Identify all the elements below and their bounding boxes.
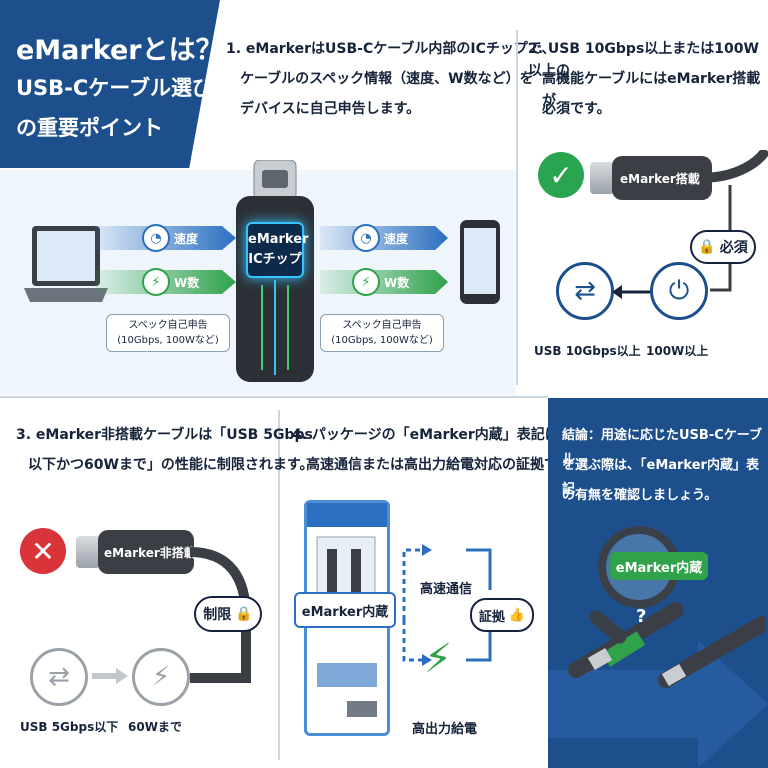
speedometer-icon: ◔	[352, 224, 380, 252]
conclusion-line-2: を選ぶ際は、「eMarker内蔵」表記	[562, 458, 759, 497]
panel-2-caption-3: 必須です。	[542, 101, 611, 117]
limited-lock-badge: 制限 🔒	[194, 596, 262, 632]
divider	[278, 410, 280, 760]
watt-label-right: W数	[384, 276, 410, 290]
speedometer-icon: ◔	[142, 224, 170, 252]
panel-2-caption-2: 高機能ケーブルにはeMarker搭載が	[542, 71, 761, 109]
title-line-3: の重要ポイント	[16, 116, 163, 140]
thumbs-up-icon: 👍	[508, 607, 526, 623]
right-arrow-icon	[92, 668, 128, 684]
panel-4-caption-2: 高速通信または高出力給電対応の証拠です。	[306, 457, 585, 473]
proof-badge: 証拠 👍	[470, 598, 534, 632]
limited-label: 制限	[203, 607, 232, 623]
emarker-ic-chip: eMarker ICチップ	[246, 222, 309, 278]
panel-4-caption-1: 4. パッケージの「eMarker内蔵」表記は、	[292, 427, 573, 443]
smartphone-icon	[456, 218, 504, 308]
panel-2-caption-1: 2. USB 10Gbps以上または100W以上の	[528, 41, 759, 79]
chip-line-1: eMarker	[248, 232, 309, 247]
required-label: 必須	[719, 240, 748, 256]
watt-label-left: W数	[174, 276, 200, 290]
panel-1-caption-3: デバイスに自己申告します。	[240, 101, 421, 117]
spec-declare-line-2: (10Gbps, 100Wなど)	[117, 335, 219, 346]
emarker-cable	[612, 156, 712, 200]
divider	[516, 30, 518, 385]
cable-tail	[699, 147, 768, 300]
conclusion-arrow-shape	[548, 640, 768, 768]
lightning-icon: ⚡	[132, 648, 190, 706]
panel-1-caption-1: 1. eMarkerはUSB-Cケーブル内部のICチップで、	[226, 41, 556, 57]
title-banner	[0, 0, 220, 168]
branch-arrows	[396, 530, 496, 680]
laptop-icon	[22, 216, 110, 316]
cable-label-non-emarker: eMarker非搭載	[104, 546, 196, 560]
usb-c-plug	[76, 536, 100, 568]
power-plug-icon: ⏻	[650, 262, 708, 320]
label-usb-10gbps: USB 10Gbps以上	[534, 344, 641, 358]
watt-arrow-right	[320, 270, 448, 294]
conclusion-line-3: の有無を確認しましょう。	[562, 488, 718, 503]
proof-label: 証拠	[478, 609, 505, 625]
title-line-2: USB-Cケーブル選び	[16, 76, 214, 100]
required-lock-badge: 🔒 必須	[690, 230, 756, 264]
data-transfer-icon: ⇄	[556, 262, 614, 320]
panel-3-caption-2: 以下かつ60Wまで」の性能に制限されます。	[28, 457, 314, 473]
spec-declare-line-2: (10Gbps, 100Wなど)	[331, 335, 433, 346]
spec-declare-pill-right: スペック自己申告 (10Gbps, 100Wなど)	[320, 314, 444, 352]
lightning-icon: ⚡	[424, 636, 453, 682]
speed-label-left: 速度	[174, 232, 199, 246]
speed-arrow-right	[320, 226, 448, 250]
two-cables	[566, 600, 768, 710]
non-emarker-cable	[98, 530, 194, 574]
question-mark-icon: ?	[636, 606, 647, 627]
conclusion-line-1: 結論：用途に応じたUSB-Cケーブル	[562, 428, 762, 467]
spec-declare-line-1: スペック自己申告	[128, 320, 208, 331]
package-emarker-label: eMarker内蔵	[294, 592, 396, 628]
cross-icon: ✕	[20, 528, 66, 574]
magnified-emarker-label: eMarker内蔵	[610, 552, 708, 580]
spec-declare-pill-left: スペック自己申告 (10Gbps, 100Wなど)	[106, 314, 230, 352]
chip-line-2: ICチップ	[248, 252, 302, 267]
label-high-speed: 高速通信	[420, 582, 473, 597]
speed-label-right: 速度	[384, 232, 409, 246]
panel-3-caption-1: 3. eMarker非搭載ケーブルは「USB 5Gbps	[16, 427, 313, 443]
spec-declare-line-1: スペック自己申告	[342, 320, 422, 331]
usb-c-plug	[590, 162, 614, 194]
lock-icon: 🔒	[698, 239, 716, 255]
title-line-1: eMarkerとは？	[16, 35, 223, 66]
label-60w: 60Wまで	[128, 720, 182, 734]
label-usb-5gbps: USB 5Gbps以下	[20, 720, 119, 734]
divider	[0, 396, 548, 398]
check-icon: ✓	[538, 152, 584, 198]
cable-label-emarker: eMarker搭載	[620, 172, 700, 186]
lightning-icon: ⚡	[142, 268, 170, 296]
data-transfer-icon: ⇄	[30, 648, 88, 706]
label-100w: 100W以上	[646, 344, 709, 358]
panel-1-caption-2: ケーブルのスペック情報（速度、W数など）を	[240, 71, 534, 87]
label-high-power: 高出力給電	[412, 722, 478, 737]
lock-icon: 🔒	[235, 606, 253, 622]
lightning-icon: ⚡	[352, 268, 380, 296]
